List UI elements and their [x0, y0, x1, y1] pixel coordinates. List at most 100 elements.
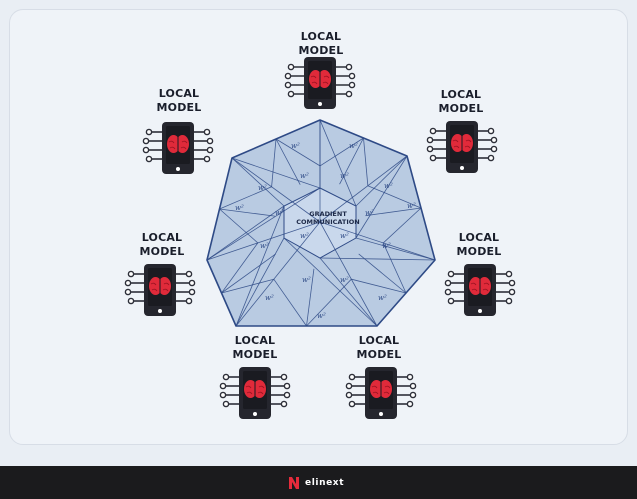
weight-label: w²	[349, 142, 358, 150]
heptagon-facet-line	[219, 208, 259, 244]
circuit-node	[487, 127, 495, 135]
circuit-node	[490, 136, 498, 144]
phone-home-button	[318, 102, 322, 106]
brain-folds	[150, 282, 170, 292]
heptagon-facet-line	[206, 221, 321, 261]
circuit-node	[206, 146, 214, 154]
heptagon-facet-line	[355, 155, 408, 207]
circuit-node	[348, 400, 356, 408]
circuit-node	[145, 128, 153, 136]
brain-device-icon	[142, 122, 214, 174]
circuit-node	[287, 63, 295, 71]
heptagon-facet-line	[363, 137, 369, 186]
node-label-line1: LOCAL	[300, 30, 342, 43]
weight-label: w²	[300, 172, 309, 180]
heptagon-facet-line	[319, 119, 357, 207]
brain-icon	[451, 134, 473, 152]
weight-label: w²	[258, 184, 267, 192]
node-label-line2: MODEL	[232, 348, 278, 361]
heptagon-facet-line	[319, 257, 436, 261]
circuit-node	[348, 373, 356, 381]
brain-device-icon	[444, 264, 516, 316]
center-label: GRADIENT COMMUNICATION	[278, 210, 378, 226]
heptagon-facet-line	[231, 157, 321, 189]
weight-label: w²	[384, 182, 393, 190]
heptagon-facet-line	[306, 268, 315, 327]
heptagon-facet-line	[306, 278, 352, 327]
circuit-node	[487, 154, 495, 162]
heptagon-facet-line	[235, 221, 321, 327]
heptagon-facet-line	[221, 253, 276, 294]
weight-label: w²	[265, 294, 274, 302]
brain-icon	[244, 380, 266, 398]
node-label-left: LOCAL MODEL	[107, 231, 217, 259]
heptagon-facet-line	[275, 138, 301, 185]
circuit-node	[447, 270, 455, 278]
circuit-node	[287, 90, 295, 98]
heptagon-facet-line	[319, 221, 436, 261]
brain-icon	[370, 380, 392, 398]
brain-icon	[149, 277, 171, 295]
heptagon-facet-line	[273, 278, 307, 327]
brain-folds	[371, 385, 391, 395]
circuit-node	[145, 155, 153, 163]
node-label-upper-right: LOCAL MODEL	[406, 88, 516, 116]
heptagon-facet-line	[235, 237, 285, 327]
phone-home-button	[460, 166, 464, 170]
phone-home-button	[176, 167, 180, 171]
weight-label: w²	[291, 142, 300, 150]
circuit-node	[219, 382, 227, 390]
brain-device-icon	[124, 264, 196, 316]
brain-device-icon	[284, 57, 356, 109]
brain-left-lobe	[167, 135, 180, 153]
brain-left-lobe	[244, 380, 257, 398]
footer-bar: elinext	[0, 466, 637, 499]
elinext-logo-icon	[289, 477, 299, 489]
brain-left-lobe	[469, 277, 482, 295]
brain-folds	[168, 140, 188, 150]
circuit-node	[127, 270, 135, 278]
circuit-node	[348, 72, 356, 80]
brain-device-icon	[219, 367, 291, 419]
circuit-node	[409, 382, 417, 390]
weight-label: w²	[275, 209, 284, 217]
circuit-node	[490, 145, 498, 153]
heptagon-facet-line	[382, 207, 422, 244]
brand[interactable]: elinext	[288, 476, 344, 490]
circuit-node	[188, 288, 196, 296]
circuit-node	[508, 279, 516, 287]
brain-folds	[245, 385, 265, 395]
node-label-line1: LOCAL	[234, 334, 276, 347]
circuit-node	[345, 391, 353, 399]
heptagon-facet-line	[351, 278, 407, 294]
center-label-line2: COMMUNICATION	[296, 218, 360, 226]
circuit-node	[284, 72, 292, 80]
node-label-line2: MODEL	[139, 245, 185, 258]
circuit-node	[185, 270, 193, 278]
circuit-node	[222, 400, 230, 408]
node-label-line2: MODEL	[456, 245, 502, 258]
heptagon-facet-line	[221, 242, 259, 294]
brain-left-lobe	[370, 380, 383, 398]
center-label-line1: GRADIENT	[309, 210, 347, 218]
node-label-line1: LOCAL	[458, 231, 500, 244]
circuit-node	[206, 137, 214, 145]
circuit-node	[426, 145, 434, 153]
circuit-node	[406, 373, 414, 381]
circuit-node	[345, 382, 353, 390]
node-label-line2: MODEL	[438, 102, 484, 115]
weight-label: w²	[365, 209, 374, 217]
node-label-line1: LOCAL	[440, 88, 482, 101]
weight-label: w²	[378, 294, 387, 302]
brain-folds	[310, 75, 330, 85]
heptagon-facet-line	[231, 157, 285, 207]
brain-icon	[167, 135, 189, 153]
local-model-devices	[124, 57, 516, 419]
circuit-node	[447, 297, 455, 305]
circuit-node	[222, 373, 230, 381]
circuit-node	[283, 391, 291, 399]
circuit-node	[203, 128, 211, 136]
heptagon-facet-line	[365, 207, 422, 217]
